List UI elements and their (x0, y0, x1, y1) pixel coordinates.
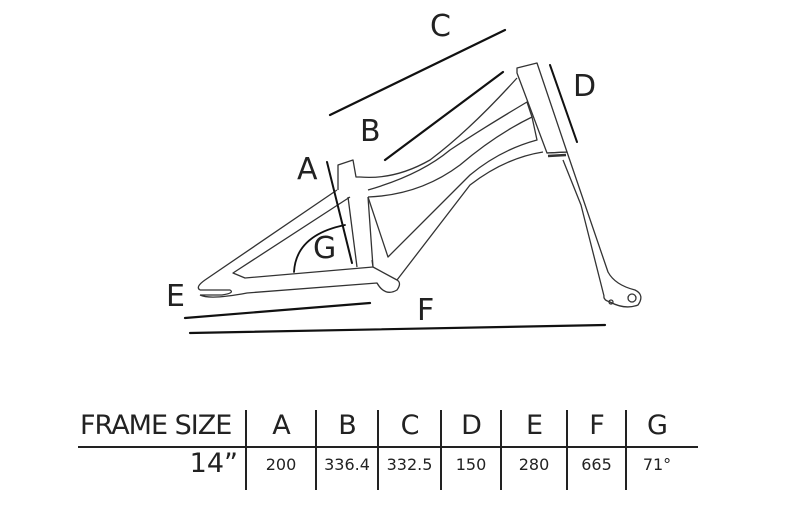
column-divider (625, 410, 627, 490)
column-divider (377, 410, 379, 490)
table-header-divider (78, 446, 698, 448)
cell-f: 665 (581, 455, 612, 474)
down-tube (367, 116, 544, 281)
dimension-line-c (328, 28, 507, 117)
column-divider (245, 410, 247, 490)
label-a: A (297, 152, 318, 187)
header-frame-size: FRAME SIZE (80, 410, 232, 441)
seat-tube (337, 159, 374, 268)
seat-stay (197, 189, 374, 291)
label-d: D (573, 69, 597, 104)
header-a: A (272, 410, 290, 441)
head-tube (516, 62, 568, 154)
chain-stay (199, 266, 401, 298)
angle-arc-g (293, 224, 346, 273)
header-e: E (525, 410, 543, 441)
cell-a: 200 (265, 455, 297, 474)
header-b: B (338, 410, 357, 441)
header-g: G (647, 410, 668, 441)
cell-g: 71° (642, 455, 672, 474)
fork (546, 151, 642, 308)
column-divider (315, 410, 317, 490)
dimension-line-a (326, 161, 353, 264)
dimension-line-b (383, 70, 505, 162)
column-divider (566, 410, 568, 490)
column-divider (500, 410, 502, 490)
dimension-line-e (183, 301, 372, 320)
label-g: G (313, 231, 337, 266)
label-e: E (166, 279, 185, 314)
header-f: F (589, 410, 605, 441)
cell-frame-size: 14” (189, 448, 238, 479)
header-d: D (461, 410, 482, 441)
cell-d: 150 (455, 455, 487, 474)
cell-b: 336.4 (324, 455, 370, 474)
dimension-line-f (188, 323, 607, 335)
column-divider (440, 410, 442, 490)
top-tube (359, 77, 518, 179)
header-c: C (400, 410, 420, 441)
label-b: B (360, 114, 381, 149)
label-c: C (430, 9, 451, 44)
label-f: F (417, 293, 435, 328)
dimension-line-d (549, 64, 578, 143)
cell-c: 332.5 (386, 455, 433, 474)
cell-e: 280 (518, 455, 550, 474)
